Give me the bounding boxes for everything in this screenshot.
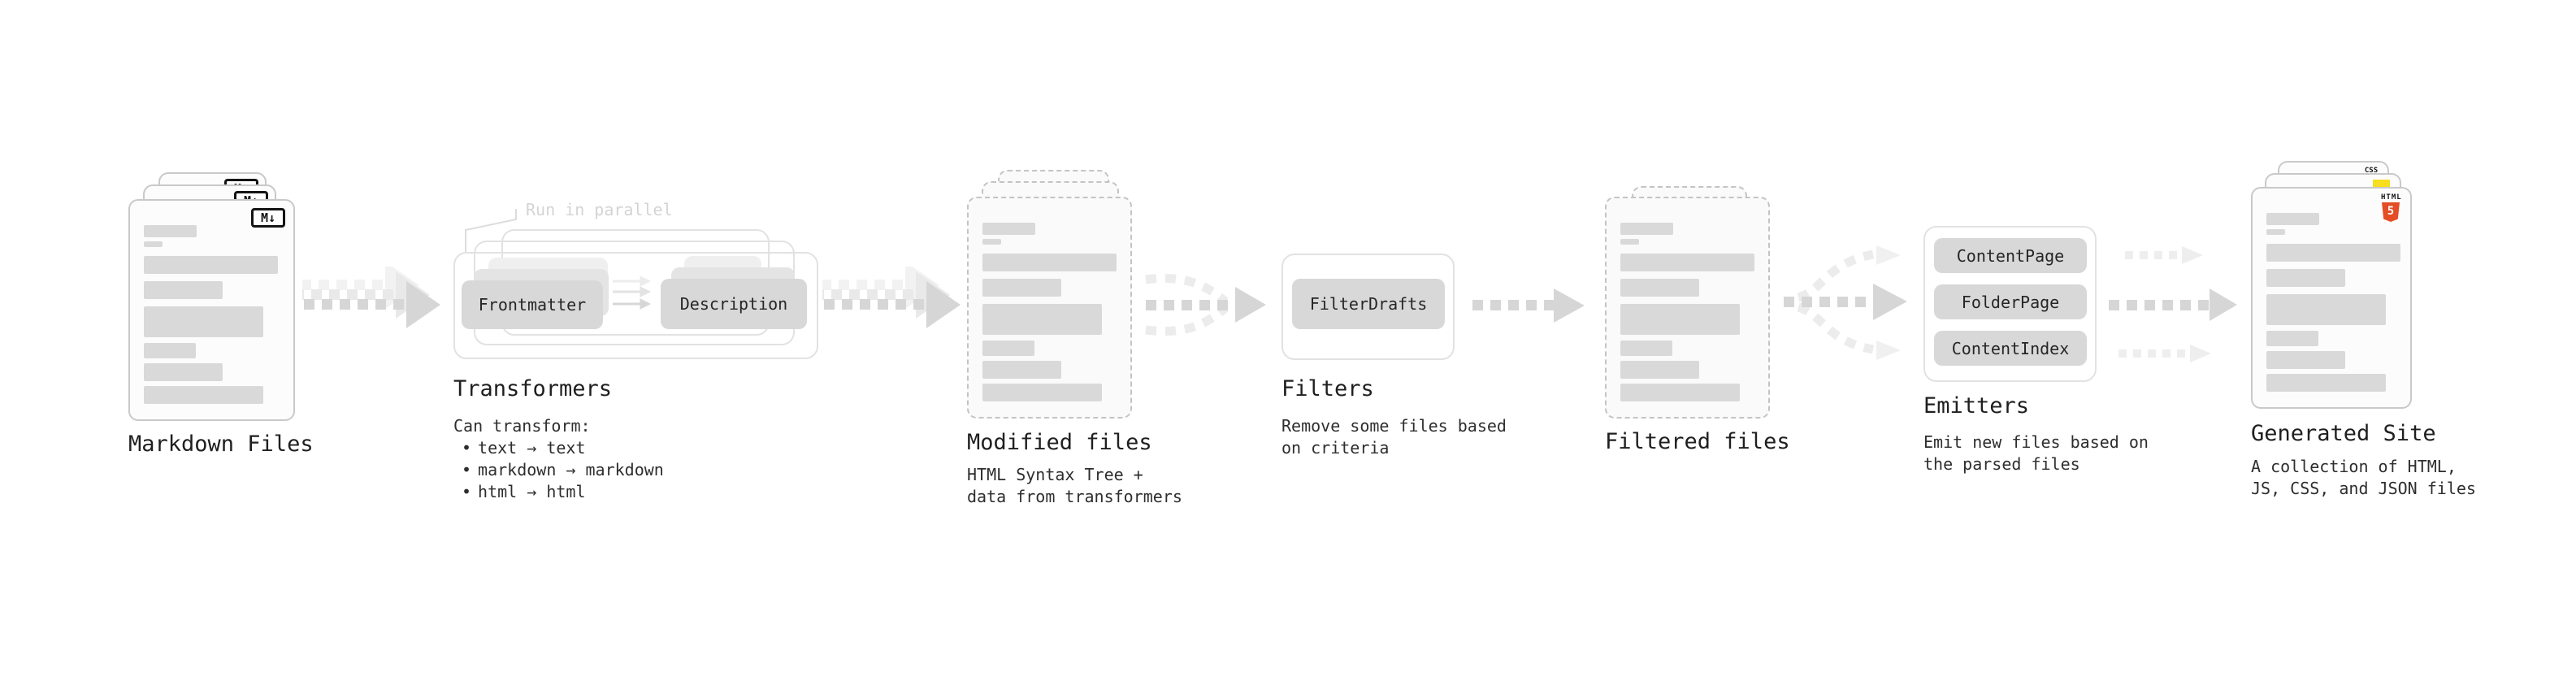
- skeleton-bar: [1620, 384, 1740, 401]
- skeleton-bar: [982, 223, 1035, 235]
- emitter-pill-contentindex: ContentIndex: [1934, 331, 2087, 366]
- flow-arrow-layered-icon: [822, 267, 961, 328]
- skeleton-bar: [144, 281, 223, 299]
- html5-icon: HTML 5: [2381, 194, 2401, 222]
- skeleton-bar: [1620, 340, 1672, 356]
- skeleton-bar: [1620, 361, 1699, 379]
- stage-label: Markdown Files: [128, 432, 314, 457]
- stage-label: Generated Site: [2251, 421, 2436, 446]
- emitter-pill-folderpage: FolderPage: [1934, 284, 2087, 319]
- transformer-pill-frontmatter: Frontmatter: [462, 280, 603, 329]
- skeleton-bar: [1620, 279, 1699, 297]
- skeleton-bar: [2266, 244, 2400, 262]
- emitter-box: [1923, 226, 2097, 382]
- file-card: M↓: [128, 199, 295, 421]
- stage-description: Can transform: •text → text •markdown → …: [453, 416, 664, 501]
- stage-label: Modified files: [967, 430, 1152, 455]
- skeleton-bar: [982, 340, 1034, 356]
- flow-arrow-merge-icon: [1145, 273, 1266, 336]
- file-card: [1605, 197, 1770, 419]
- skeleton-bar: [2266, 351, 2345, 369]
- skeleton-bar: [144, 256, 278, 274]
- skeleton-bar: [2266, 269, 2345, 287]
- skeleton-bar: [2266, 213, 2319, 225]
- skeleton-bar: [982, 384, 1102, 401]
- skeleton-bar: [2266, 229, 2285, 235]
- stage-description: HTML Syntax Tree + data from transformer…: [967, 465, 1182, 506]
- flow-arrow-parallel-icon: [2109, 246, 2237, 362]
- skeleton-bar: [144, 241, 163, 247]
- file-card: HTML 5: [2251, 187, 2412, 409]
- stage-description: Emit new files based on the parsed files: [1923, 432, 2149, 474]
- skeleton-bar: [982, 304, 1102, 335]
- skeleton-bar: [2266, 331, 2318, 346]
- skeleton-bar: [144, 363, 223, 381]
- run-in-parallel-note: Run in parallel: [526, 200, 673, 219]
- js-icon: [2373, 180, 2390, 187]
- transformer-box: [453, 252, 818, 359]
- flow-arrow-layered-icon: [302, 267, 440, 328]
- stage-description: A collection of HTML, JS, CSS, and JSON …: [2251, 457, 2476, 498]
- markdown-icon: M↓: [251, 208, 285, 228]
- skeleton-bar: [1620, 223, 1673, 235]
- skeleton-bar: [1620, 304, 1740, 335]
- skeleton-bar: [982, 239, 1001, 245]
- emitter-pill-contentpage: ContentPage: [1934, 238, 2087, 273]
- stage-label: Emitters: [1923, 393, 2030, 419]
- skeleton-bar: [144, 343, 196, 358]
- file-card: [967, 197, 1132, 419]
- skeleton-bar: [1620, 239, 1639, 245]
- filter-pill-filterdrafts: FilterDrafts: [1292, 279, 1445, 329]
- skeleton-bar: [2266, 294, 2386, 325]
- stage-label: Filtered files: [1605, 429, 1790, 454]
- skeleton-bar: [144, 386, 263, 404]
- skeleton-bar: [982, 361, 1061, 379]
- transformer-pill-description: Description: [661, 279, 807, 329]
- skeleton-bar: [1620, 254, 1754, 271]
- skeleton-bar: [144, 225, 197, 237]
- skeleton-bar: [2266, 374, 2386, 392]
- pipe-arrow-icon: [613, 275, 652, 310]
- skeleton-bar: [144, 306, 263, 337]
- stage-label: Filters: [1281, 376, 1374, 401]
- stage-description: Remove some files based on criteria: [1281, 416, 1507, 458]
- callout-line: [465, 209, 517, 252]
- skeleton-bar: [982, 254, 1117, 271]
- flow-arrow-icon: [1472, 288, 1585, 323]
- flow-arrow-split-icon: [1784, 245, 1907, 360]
- stage-label: Transformers: [453, 376, 613, 401]
- skeleton-bar: [982, 279, 1061, 297]
- filter-box: [1281, 254, 1455, 360]
